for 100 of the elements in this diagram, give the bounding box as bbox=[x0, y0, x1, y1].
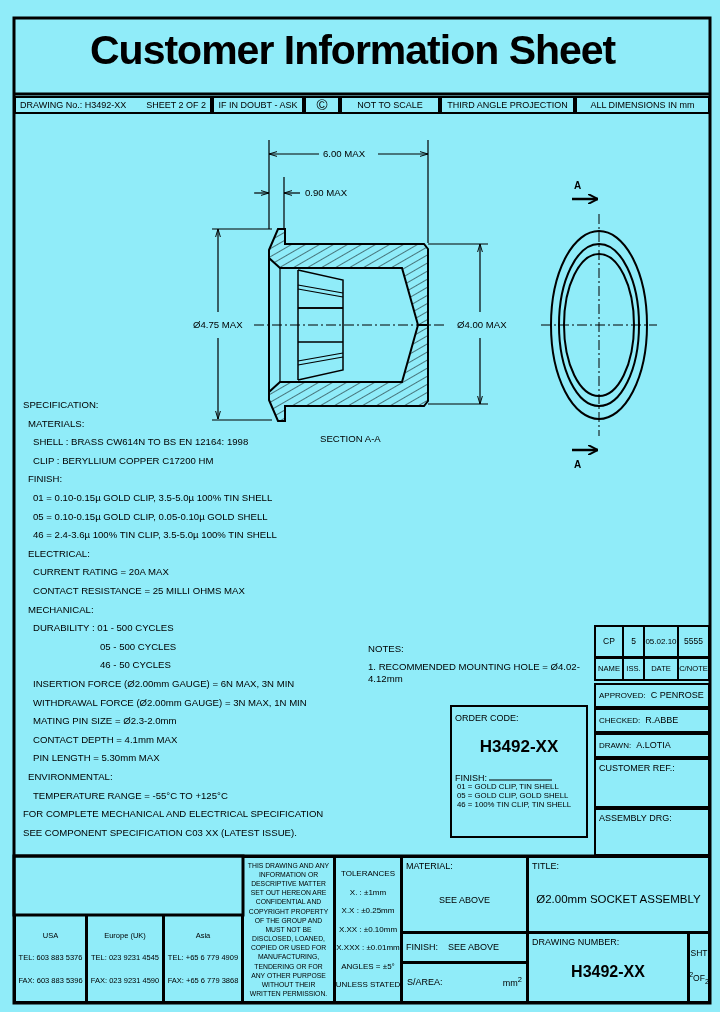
spec-text: 46 = 2.4-3.6µ 100% TIN CLIP, 3.5-5.0µ 100% TIN SHELL bbox=[33, 529, 277, 542]
cell-text: CHECKED: bbox=[599, 715, 641, 726]
section-letter: A bbox=[574, 180, 582, 192]
cell-text: FINISH: bbox=[455, 772, 487, 784]
dimension-label: 0.90 MAX bbox=[304, 187, 349, 199]
title-block-cell bbox=[334, 856, 402, 1003]
spec-text: SPECIFICATION: bbox=[23, 399, 99, 411]
cell-text: SEE ABOVE bbox=[448, 942, 500, 953]
cell-text: H3492-XX bbox=[571, 963, 645, 982]
title-block-cell bbox=[440, 96, 575, 114]
spec-text: CONTACT DEPTH = 4.1mm MAX bbox=[33, 733, 178, 746]
cell-text: © bbox=[316, 96, 328, 114]
title-block-cell bbox=[401, 932, 528, 963]
spec-text: MECHANICAL: bbox=[28, 603, 94, 616]
title-block-cell bbox=[594, 808, 710, 856]
cell-text: X.X : ±0.25mm bbox=[341, 906, 395, 916]
cell-text: R.ABBE bbox=[645, 715, 679, 726]
title-block-cell bbox=[527, 932, 689, 1003]
title-block-cell bbox=[677, 657, 710, 681]
cell-text: DRAWN: bbox=[599, 740, 632, 751]
spec-text: PIN LENGTH = 5.30mm MAX bbox=[33, 752, 160, 765]
title-block-cell bbox=[594, 708, 710, 733]
cell-text: DRAWING No.: H3492-XX bbox=[20, 99, 127, 111]
spec-text: MATERIALS: bbox=[28, 417, 85, 430]
spec-text: CURRENT RATING = 20A MAX bbox=[33, 566, 169, 579]
title-block-cell bbox=[622, 657, 645, 681]
spec-text: INSERTION FORCE (Ø2.00mm GAUGE) = 6N MAX, 3N MIN bbox=[33, 678, 295, 690]
title-block-cell bbox=[304, 96, 340, 114]
title-block-cell bbox=[401, 856, 528, 933]
spec-text: FINISH: bbox=[28, 473, 63, 486]
spec-text: ELECTRICAL: bbox=[28, 547, 90, 560]
cell-text: TITLE: bbox=[532, 861, 559, 872]
dimension-label: Ø4.75 MAX bbox=[192, 319, 244, 331]
cell-text: SEE ABOVE bbox=[439, 894, 490, 905]
spec-text: SEE COMPONENT SPECIFICATION C03 XX (LATEST ISSUE). bbox=[23, 826, 297, 839]
cell-text: ORDER CODE: bbox=[455, 713, 519, 724]
sheet-title: Customer Information Sheet bbox=[90, 26, 616, 74]
title-block-cell bbox=[594, 625, 624, 658]
title-block-cell bbox=[594, 758, 710, 808]
cell-text: THIRD ANGLE PROJECTION bbox=[447, 99, 568, 111]
cell-text: SHT bbox=[690, 948, 708, 959]
cell-text: SHEET 2 OF 2 bbox=[146, 99, 206, 111]
cell-text: CP bbox=[603, 636, 615, 647]
spec-text: SHELL : BRASS CW614N TO BS EN 12164: 1998 bbox=[33, 436, 249, 449]
cell-text: 5555 bbox=[684, 636, 703, 647]
spec-text: 05 - 500 CYCLES bbox=[100, 640, 177, 653]
title-block-cell bbox=[594, 657, 624, 681]
cell-text: C PENROSE bbox=[650, 690, 704, 701]
spec-text: WITHDRAWAL FORCE (Ø2.00mm GAUGE) = 3N MAX, 1N MIN bbox=[33, 696, 307, 709]
title-block-cell bbox=[594, 683, 710, 708]
cell-text: X.XXX : ±0.01mm bbox=[336, 943, 400, 953]
cell-text: X.XX : ±0.10mm bbox=[338, 924, 398, 935]
cell-text: X. : ±1mm bbox=[349, 887, 387, 898]
title-block-cell bbox=[340, 96, 440, 114]
cell-text: Ø2.00mm SOCKET ASSEMBLY bbox=[536, 893, 701, 907]
cell-text: UNLESS STATED bbox=[335, 980, 401, 990]
title-block-cell bbox=[643, 625, 679, 658]
note-text: 1. RECOMMENDED MOUNTING HOLE = Ø4.02-4.12mm bbox=[368, 661, 581, 685]
cell-text: FINISH: bbox=[406, 942, 438, 953]
title-block-cell bbox=[677, 625, 710, 658]
cell-text: NOT TO SCALE bbox=[357, 99, 423, 111]
title-block-cell bbox=[212, 96, 304, 114]
title-block-cell bbox=[14, 96, 212, 114]
spec-text: TEMPERATURE RANGE = -55°C TO +125°C bbox=[33, 789, 228, 802]
title-block-cell bbox=[622, 625, 645, 658]
cell-text: DRAWING NUMBER: bbox=[532, 937, 620, 948]
cell-text: TOLERANCES bbox=[340, 869, 396, 879]
spec-text: 05 = 0.10-0.15µ GOLD CLIP, 0.05-0.10µ GOLD SHELL bbox=[33, 510, 268, 523]
title-block-cell bbox=[688, 932, 710, 1003]
cell-text: ANGLES = ±5° bbox=[341, 961, 395, 972]
cell-text: H3492-XX bbox=[479, 737, 559, 757]
spec-text: DURABILITY : 01 - 500 CYCLES bbox=[33, 622, 174, 635]
note-text: NOTES: bbox=[368, 643, 404, 655]
cell-text: S/AREA: bbox=[407, 977, 443, 988]
cell-text: CUSTOMER REF.: bbox=[599, 763, 675, 774]
title-block-cell bbox=[594, 733, 710, 758]
title-block-cell bbox=[527, 856, 710, 933]
cell-text: ALL DIMENSIONS IN mm bbox=[590, 99, 695, 111]
spec-text: FOR COMPLETE MECHANICAL AND ELECTRICAL SPECIFICATION bbox=[23, 808, 324, 821]
spec-text: CONTACT RESISTANCE = 25 MILLI OHMS MAX bbox=[33, 585, 245, 597]
spec-text: MATING PIN SIZE = Ø2.3-2.0mm bbox=[33, 715, 177, 728]
title-block-cell bbox=[643, 657, 679, 681]
cell-text: ASSEMBLY DRG: bbox=[599, 813, 672, 824]
title-block-cell bbox=[575, 96, 710, 114]
cell-text: 05.02.10 bbox=[645, 636, 677, 647]
order-code-panel bbox=[450, 705, 588, 838]
cell-text: 5 bbox=[631, 636, 636, 647]
spec-text: CLIP : BERYLLIUM COPPER C17200 HM bbox=[33, 454, 214, 467]
title-block-cell bbox=[163, 914, 243, 1003]
cell-text: MATERIAL: bbox=[406, 861, 453, 872]
cell-text: APPROVED: bbox=[599, 690, 646, 701]
section-letter: A bbox=[574, 459, 582, 471]
dimension-label: Ø4.00 MAX bbox=[456, 319, 508, 331]
title-block-cell bbox=[86, 914, 164, 1003]
cell-text: IF IN DOUBT - ASK bbox=[218, 99, 298, 111]
title-block-cell bbox=[14, 914, 87, 1003]
spec-text: 01 = 0.10-0.15µ GOLD CLIP, 3.5-5.0µ 100% TIN SHELL bbox=[33, 492, 273, 504]
dimension-label: 6.00 MAX bbox=[322, 148, 367, 160]
spec-text: 46 - 50 CYCLES bbox=[100, 659, 171, 672]
view-label: SECTION A-A bbox=[320, 433, 381, 445]
